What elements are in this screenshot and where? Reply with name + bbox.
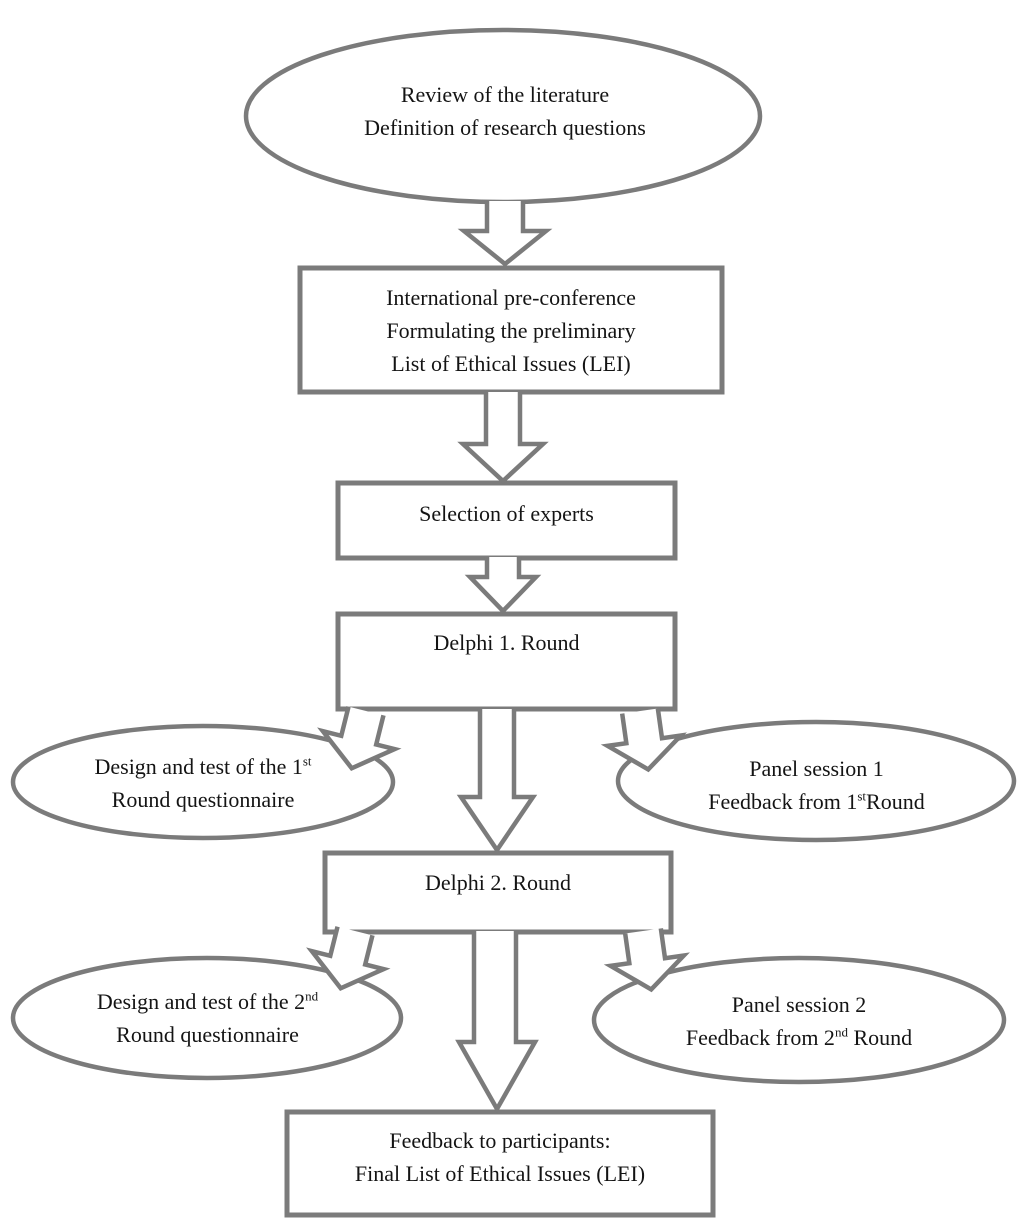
delphi1-node-label: Delphi 1. Round	[338, 626, 675, 659]
panel2-line-2-text: Feedback from 2	[685, 1025, 835, 1050]
preconference-line-2: Formulating the preliminary	[386, 318, 636, 343]
selection-box	[335, 480, 678, 561]
panel1-line-2-text-after: Round	[866, 789, 925, 814]
panel1-line-2-text: Feedback from 1	[708, 789, 858, 814]
arrow-delphi1-to-panel1	[600, 708, 687, 773]
design2-node-label: Design and test of the 2nd Round questio…	[15, 985, 400, 1051]
design1-line-2: Round questionnaire	[111, 787, 295, 812]
final-node-label: Feedback to participants: Final List of …	[287, 1124, 713, 1190]
panel2-line-2-sup: nd	[834, 1024, 848, 1040]
preconference-line-1: International pre-conference	[386, 285, 636, 310]
panel1-line-1: Panel session 1	[749, 756, 884, 781]
arrow-delphi1-to-delphi2	[456, 709, 538, 855]
design1-line-1-sup: st	[302, 753, 312, 769]
panel1-node-label: Panel session 1 Feedback from 1stRound	[620, 752, 1013, 818]
design1-node-label: Design and test of the 1st Round questio…	[13, 750, 393, 816]
final-box	[284, 1109, 716, 1218]
panel2-node-label: Panel session 2 Feedback from 2nd Round	[599, 988, 999, 1054]
arrow-delphi2-to-design2	[306, 926, 391, 992]
arrow-preconference-to-selection	[457, 392, 549, 485]
delphi1-line-1: Delphi 1. Round	[433, 630, 580, 655]
arrow-review-to-preconference	[457, 201, 553, 267]
selection-node-label: Selection of experts	[338, 497, 675, 530]
panel2-line-1: Panel session 2	[731, 992, 867, 1017]
review-line-1: Review of the literature	[400, 82, 610, 107]
panel1-line-2: Feedback from 1stRound	[620, 785, 1013, 818]
review-node-label: Review of the literature Definition of r…	[250, 78, 760, 144]
delphi2-node-label: Delphi 2. Round	[325, 866, 671, 899]
design1-ellipse	[10, 723, 396, 841]
delphi1-box	[335, 611, 678, 712]
preconference-line-3: List of Ethical Issues (LEI)	[391, 351, 631, 376]
delphi2-line-1: Delphi 2. Round	[424, 870, 572, 895]
design2-line-2: Round questionnaire	[116, 1022, 299, 1047]
design2-line-1-sup: nd	[305, 988, 319, 1004]
arrow-selection-to-delphi1	[464, 557, 542, 615]
design2-line-1-text: Design and test of the 2	[96, 989, 306, 1014]
design2-line-1: Design and test of the 2nd	[15, 985, 400, 1018]
panel2-ellipse	[591, 955, 1007, 1085]
final-line-1: Feedback to participants:	[389, 1128, 611, 1153]
review-line-2: Definition of research questions	[364, 115, 646, 140]
arrow-delphi2-to-final	[455, 931, 539, 1114]
selection-line-1: Selection of experts	[419, 501, 594, 526]
preconference-box	[297, 265, 725, 395]
design2-ellipse	[10, 955, 404, 1081]
design1-line-1-text: Design and test of the 1	[94, 754, 303, 779]
final-line-2: Final List of Ethical Issues (LEI)	[354, 1161, 646, 1186]
panel1-ellipse	[615, 719, 1017, 843]
design1-line-1: Design and test of the 1st	[13, 750, 393, 783]
preconference-node-label: International pre-conference Formulating…	[300, 281, 722, 380]
panel2-line-2-text-after: Round	[847, 1025, 913, 1050]
panel1-line-2-sup: st	[857, 788, 867, 804]
arrow-delphi1-to-design1	[317, 706, 402, 772]
arrow-delphi2-to-panel2	[603, 928, 690, 993]
panel2-line-2: Feedback from 2nd Round	[599, 1021, 999, 1054]
